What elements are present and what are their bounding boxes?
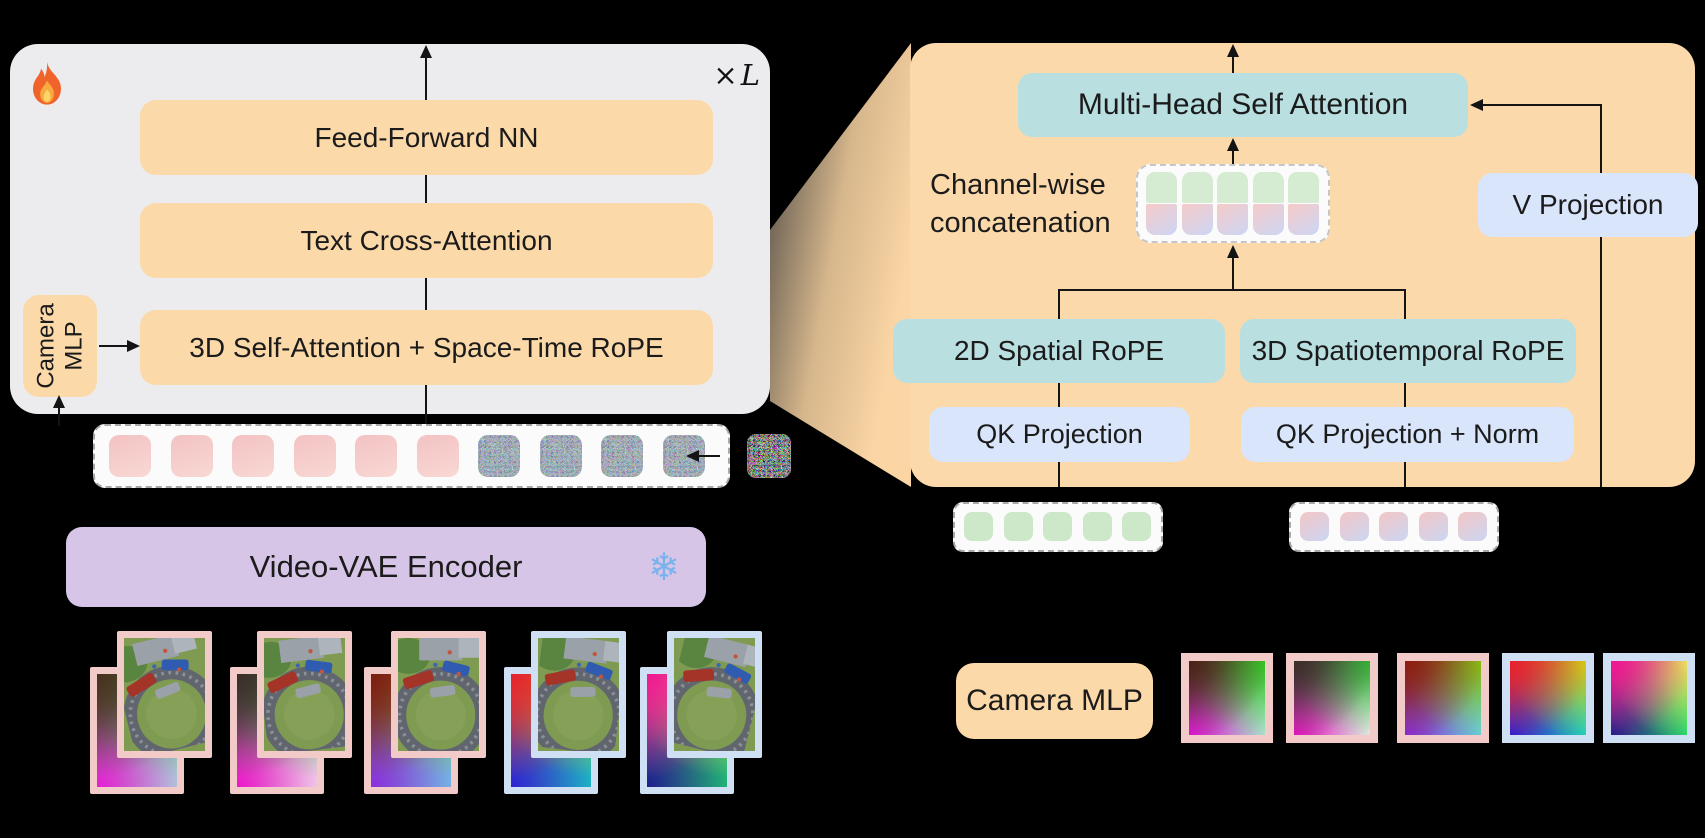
self-attention-block: 3D Self-Attention + Space-Time RoPE	[140, 310, 713, 385]
concat-spatial-cell	[1181, 172, 1213, 203]
channel-concat-line1: Channel-wise	[930, 169, 1106, 201]
channel-concat-label: Channel-wise concatenation	[930, 166, 1130, 243]
clean-latent-token	[355, 435, 397, 477]
clean-latent-token	[232, 435, 274, 477]
concat-spatial-cell	[1288, 172, 1320, 203]
qk-projection-label: QK Projection	[976, 419, 1143, 449]
clean-latent-token	[293, 435, 336, 477]
zoom-callout-wedge	[770, 43, 911, 487]
spatial-token	[1122, 512, 1152, 541]
noisy-latent-token	[539, 435, 582, 477]
qk-projection-norm-block: QK Projection + Norm	[1241, 407, 1574, 462]
junction-to-concat-head	[1226, 245, 1239, 258]
qk-projection-block: QK Projection	[929, 407, 1190, 462]
v-projection-label: V Projection	[1512, 189, 1664, 220]
plucker-map	[1286, 653, 1378, 743]
rope-3d-block: 3D Spatiotemporal RoPE	[1240, 319, 1576, 383]
noise-input-arrow-line	[698, 454, 720, 458]
spatiotemporal-branch-line	[1403, 289, 1407, 487]
video-vae-label: Video-VAE Encoder	[249, 549, 523, 584]
junction-to-concat-line	[1231, 252, 1235, 290]
v-projection-line-horizontal	[1481, 103, 1601, 107]
mhsa-label: Multi-Head Self Attention	[1077, 88, 1409, 121]
plucker-map	[1603, 653, 1695, 743]
spatial-branch-line	[1057, 289, 1061, 487]
mhsa-output-line	[1231, 51, 1235, 73]
camera-input-line	[57, 406, 61, 426]
frame-photo-card	[257, 631, 352, 758]
noise-patch	[747, 434, 791, 478]
camera-to-sa-head	[127, 339, 140, 352]
flame-icon	[33, 61, 61, 105]
concat-camera-cell	[1181, 203, 1213, 235]
feed-forward-block: Feed-Forward NN	[140, 100, 713, 175]
concat-to-mhsa-line	[1231, 146, 1235, 164]
concat-camera-cell	[1288, 203, 1320, 235]
concat-camera-cell	[1252, 203, 1284, 235]
camera-mlp-side-block: Camera MLP	[23, 295, 97, 397]
camera-token	[1379, 512, 1409, 541]
concat-to-mhsa-head	[1226, 138, 1239, 151]
v-projection-block: V Projection	[1478, 173, 1698, 237]
camera-mlp-label: Camera MLP	[966, 684, 1143, 717]
connector-ffn-tca	[424, 175, 428, 203]
self-attention-label: 3D Self-Attention + Space-Time RoPE	[189, 331, 664, 363]
clean-latent-token	[416, 435, 459, 477]
mhsa-block: Multi-Head Self Attention	[1018, 73, 1468, 137]
noise-input-arrow-head	[686, 449, 699, 462]
arrow-output-head	[419, 45, 432, 58]
snowflake-icon: ❄	[648, 545, 680, 589]
spatial-token	[1043, 512, 1073, 541]
concat-spatial-cell	[1146, 172, 1177, 203]
text-cross-attention-block: Text Cross-Attention	[140, 203, 713, 278]
video-vae-encoder-block: Video-VAE Encoder ❄	[66, 527, 706, 607]
camera-to-sa-line	[99, 344, 129, 348]
connector-tca-sa	[424, 278, 428, 310]
mhsa-output-head	[1226, 44, 1239, 57]
rope-2d-block: 2D Spatial RoPE	[893, 319, 1225, 383]
times-symbol: ×	[713, 58, 738, 92]
repeat-count-label: ×L	[684, 58, 760, 92]
arrow-output-line	[424, 57, 428, 100]
camera-mlp-side-label: Camera MLP	[32, 303, 87, 389]
channel-concat-line2: concatenation	[930, 207, 1111, 240]
concat-camera-cell	[1217, 203, 1249, 235]
concat-camera-cell	[1146, 203, 1177, 235]
camera-token	[1300, 512, 1329, 541]
rope-3d-label: 3D Spatiotemporal RoPE	[1251, 335, 1565, 366]
noisy-latent-token	[601, 435, 643, 477]
clean-latent-token	[109, 435, 151, 477]
plucker-map	[1397, 653, 1489, 743]
connector-latents-sa	[424, 385, 428, 424]
camera-token	[1418, 512, 1448, 541]
camera-mlp-block: Camera MLP	[956, 663, 1153, 739]
spatial-token	[1082, 512, 1112, 541]
frame-photo-card	[531, 631, 626, 758]
spatial-token	[1003, 512, 1033, 541]
text-cross-attention-label: Text Cross-Attention	[300, 224, 553, 256]
concat-spatial-cell	[1252, 172, 1284, 203]
spatial-token	[964, 512, 993, 541]
qk-projection-norm-label: QK Projection + Norm	[1275, 419, 1540, 449]
v-to-mhsa-head	[1470, 98, 1483, 111]
clean-latent-token	[170, 435, 213, 477]
frame-photo-card	[117, 631, 212, 758]
layer-count-symbol: L	[740, 58, 760, 92]
concat-spatial-cell	[1217, 172, 1249, 203]
camera-input-head	[52, 395, 65, 408]
rope-2d-label: 2D Spatial RoPE	[953, 335, 1165, 366]
camera-token	[1458, 512, 1488, 541]
frame-photo-card	[667, 631, 762, 758]
camera-token	[1339, 512, 1369, 541]
noisy-latent-token	[478, 435, 520, 477]
plucker-map	[1502, 653, 1594, 743]
plucker-map	[1181, 653, 1273, 743]
frame-photo-card	[391, 631, 486, 758]
rope-merge-line	[1059, 288, 1405, 292]
feed-forward-label: Feed-Forward NN	[314, 121, 539, 153]
v-projection-line-vertical	[1599, 104, 1603, 487]
